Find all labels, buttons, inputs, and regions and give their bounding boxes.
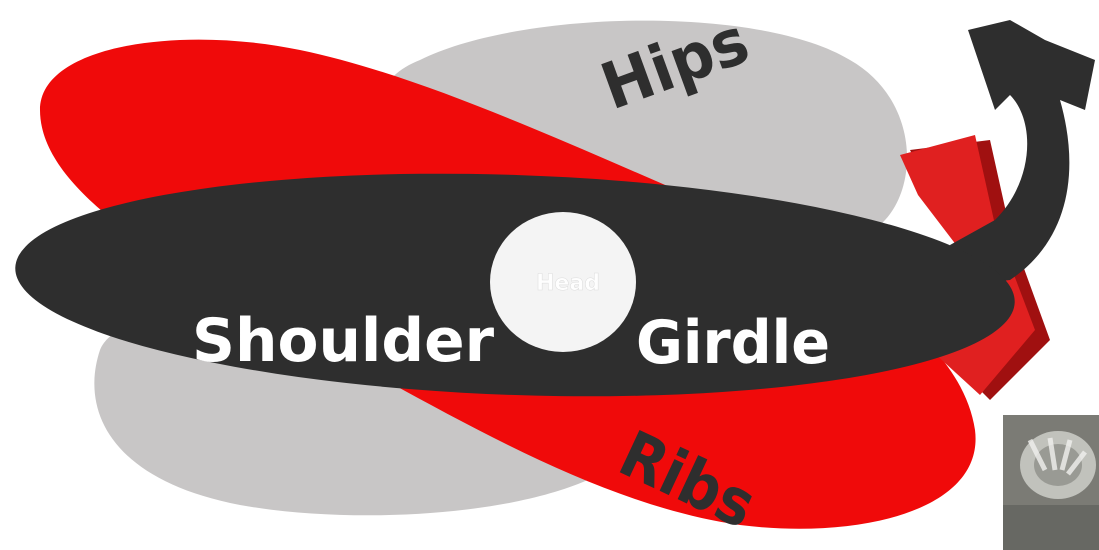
head-label: Head	[536, 271, 600, 296]
photo-thumbnail	[1003, 415, 1099, 550]
girdle-label: Girdle	[636, 308, 830, 378]
shoulder-label: Shoulder	[192, 306, 494, 376]
